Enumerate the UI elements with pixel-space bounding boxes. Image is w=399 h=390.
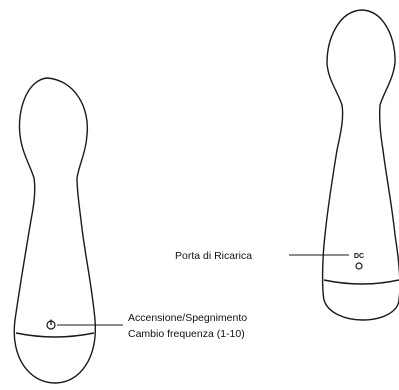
device-front-view (13, 77, 123, 384)
device-back-seam (323, 279, 399, 285)
device-back-view: DC (289, 9, 399, 321)
charging-port-label: Porta di Ricarica (175, 250, 252, 262)
frequency-label: Cambio frequenza (1-10) (128, 328, 245, 340)
device-front-body (13, 77, 96, 384)
device-back-body (321, 9, 399, 321)
dc-marking: DC (354, 253, 364, 260)
power-label: Accensione/Spegnimento (128, 312, 247, 324)
charging-port-icon[interactable] (355, 262, 363, 270)
device-front-seam (15, 332, 95, 338)
power-icon[interactable] (46, 319, 56, 330)
